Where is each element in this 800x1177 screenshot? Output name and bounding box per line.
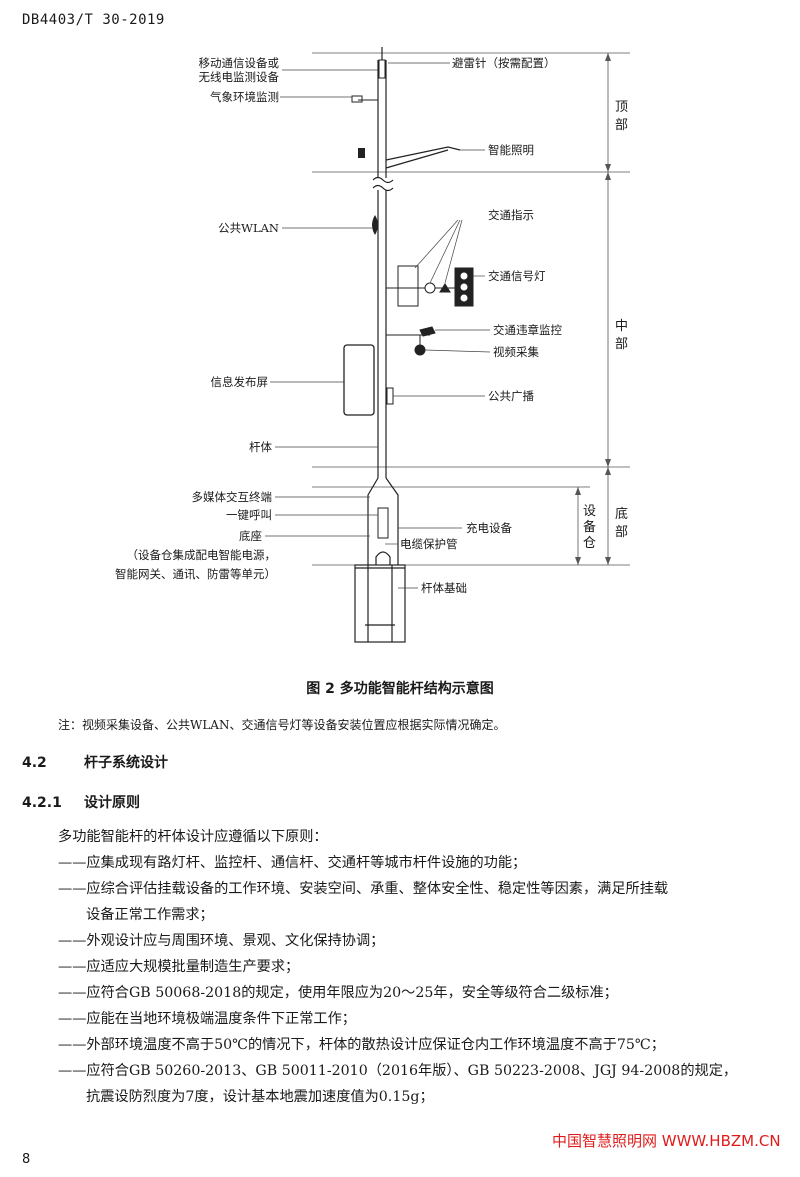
label-mobile-line1: 移动通信设备或 — [199, 56, 280, 70]
body-intro: 多功能智能杆的杆体设计应遵循以下原则： — [58, 829, 328, 845]
terminal-box — [377, 507, 389, 539]
section-top-1: 顶 — [615, 100, 628, 115]
speaker-icon — [386, 387, 394, 405]
section-number: 4.2.1 — [22, 795, 62, 811]
label-lighting: 智能照明 — [488, 143, 534, 157]
section-middle-1: 中 — [615, 319, 628, 334]
body-item: ——应集成现有路灯杆、监控杆、通信杆、交通杆等城市杆件设施的功能； — [58, 855, 527, 871]
lightning-rod — [378, 59, 386, 79]
label-multimedia: 多媒体交互终端 — [192, 490, 273, 504]
section-heading-4-2-1: 4.2.1 设计原则 — [22, 792, 140, 812]
section-title: 杆子系统设计 — [84, 755, 168, 771]
section-middle-2: 部 — [615, 337, 628, 352]
section-heading-4-2: 4.2 杆子系统设计 — [22, 752, 168, 772]
body-item-continuation: 抗震设防烈度为7度，设计基本地震加速度值为0.15g； — [86, 1089, 434, 1105]
wlan-antenna-icon — [372, 215, 378, 235]
section-cabin-3: 仓 — [583, 536, 596, 551]
label-video: 视频采集 — [493, 345, 539, 359]
label-wlan: 公共WLAN — [218, 221, 279, 235]
traffic-control-box — [397, 265, 419, 307]
traffic-sign-icon — [424, 282, 436, 294]
mobile-device-icon — [358, 148, 365, 158]
label-traffic-light: 交通信号灯 — [488, 269, 546, 283]
label-base-note-line2: 智能网关、通讯、防雷等单元） — [115, 567, 276, 581]
section-bottom-2: 部 — [615, 525, 628, 540]
body-item: ——外观设计应与周围环境、景观、文化保持协调； — [58, 933, 385, 949]
body-item: ——外部环境温度不高于50℃的情况下，杆体的散热设计应保证仓内工作环境温度不高于… — [58, 1037, 665, 1053]
label-base: 底座 — [239, 529, 262, 543]
body-item: ——应能在当地环境极端温度条件下正常工作； — [58, 1011, 356, 1027]
label-traffic-sign: 交通指示 — [488, 208, 534, 222]
camera-arm — [386, 326, 436, 356]
watermark: 中国智慧照明网 WWW.HBZM.CN — [552, 1132, 781, 1150]
label-weather: 气象环境监测 — [210, 90, 279, 104]
section-bottom-1: 底 — [615, 506, 628, 522]
label-one-key: 一键呼叫 — [226, 508, 272, 522]
body-item-continuation: 设备正常工作需求； — [86, 907, 214, 923]
body-item: ——应符合GB 50260-2013、GB 50011-2010（2016年版）… — [58, 1063, 738, 1079]
figure-caption: 图 2 多功能智能杆结构示意图 — [306, 681, 494, 697]
foundation — [354, 564, 406, 643]
label-violation: 交通违章监控 — [493, 323, 562, 337]
label-charging: 充电设备 — [466, 521, 512, 535]
label-info-screen: 信息发布屏 — [211, 375, 269, 389]
section-cabin-1: 设 — [583, 504, 596, 519]
body-item: ——应综合评估挂载设备的工作环境、安装空间、承重、整体安全性、稳定性等因素，满足… — [58, 881, 669, 897]
section-number: 4.2 — [22, 755, 47, 771]
label-pole-body: 杆体 — [249, 440, 272, 454]
label-lightning: 避雷针（按需配置） — [452, 56, 556, 70]
weather-sensor-icon — [351, 95, 378, 103]
figure-note: 注：视频采集设备、公共WLAN、交通信号灯等设备安装位置应根据实际情况确定。 — [58, 718, 506, 732]
label-mobile-line2: 无线电监测设备 — [199, 70, 280, 84]
document-code: DB4403/T 30-2019 — [22, 12, 165, 28]
pole-body — [367, 60, 399, 565]
label-base-note-line1: （设备仓集成配电智能电源， — [127, 548, 277, 562]
pole-structure-diagram: 移动通信设备或 无线电监测设备 气象环境监测 公共WLAN 信息发布屏 杆体 多… — [115, 47, 630, 643]
label-foundation: 杆体基础 — [421, 581, 467, 595]
section-title: 设计原则 — [84, 795, 140, 811]
body-item: ——应适应大规模批量制造生产要求； — [58, 959, 300, 975]
body-item: ——应符合GB 50068-2018的规定，使用年限应为20～25年，安全等级符… — [58, 985, 618, 1001]
section-top-2: 部 — [615, 118, 628, 133]
section-cabin-2: 备 — [583, 519, 596, 535]
info-screen-icon — [343, 344, 375, 416]
streetlight-arm — [385, 146, 461, 169]
label-broadcast: 公共广播 — [488, 389, 534, 403]
label-cable-pipe: 电缆保护管 — [400, 537, 458, 551]
page-number: 8 — [22, 1152, 31, 1167]
